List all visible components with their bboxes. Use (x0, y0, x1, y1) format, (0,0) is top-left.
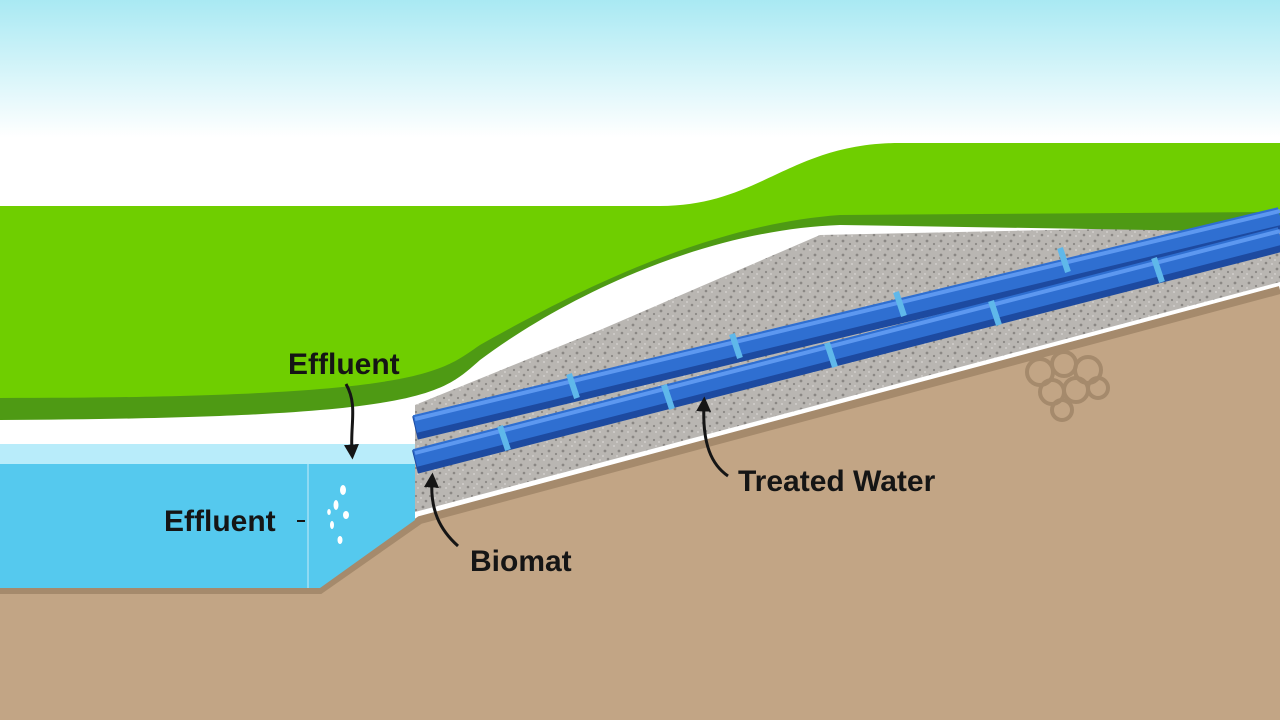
pipe-joint (824, 342, 838, 368)
pipe-joint (566, 373, 580, 399)
pipe-joint (1151, 257, 1165, 283)
pipe-upper (412, 207, 1280, 440)
effluent-water (0, 444, 415, 588)
curved-arrow-icon (696, 396, 729, 478)
bubble-icon (327, 485, 349, 544)
pipe-joint (1057, 247, 1071, 273)
label-effluent-side: Effluent (164, 505, 276, 538)
pipe-joint (893, 291, 907, 317)
pipe-joint (497, 425, 511, 451)
label-treated-water: Treated Water (738, 465, 936, 498)
pipe-joints (497, 247, 1165, 451)
curved-arrow-icon (343, 383, 359, 460)
pipe-joint (661, 384, 675, 410)
rock-cluster-icon (1025, 350, 1110, 422)
pipe-lower (412, 227, 1280, 474)
grass (0, 143, 1280, 398)
pipe-joint (988, 300, 1002, 326)
soil (0, 290, 1280, 720)
label-effluent-top: Effluent (288, 348, 400, 381)
label-biomat: Biomat (470, 545, 572, 578)
water-surface (0, 444, 415, 464)
pipe-joint (729, 333, 743, 359)
soil-edge (0, 286, 1280, 594)
air-gap (0, 418, 415, 444)
curved-arrow-icon (424, 472, 459, 548)
